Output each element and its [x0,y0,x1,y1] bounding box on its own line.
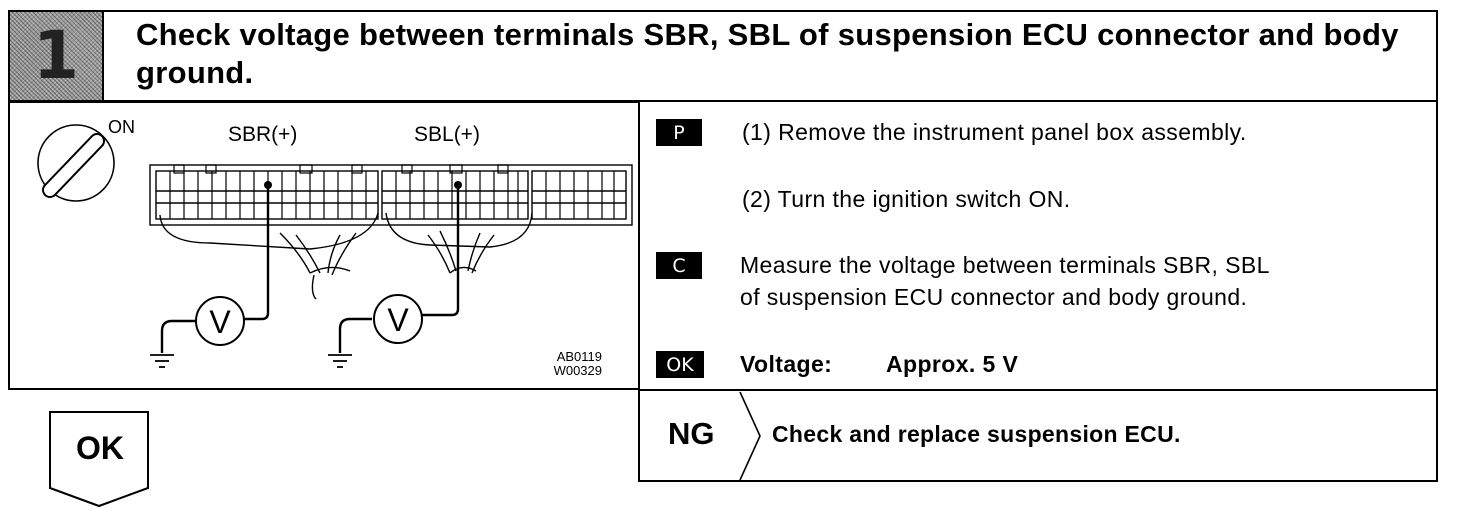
voltmeter-left-label: V [209,304,231,340]
check-tag: C [656,252,702,279]
ok-tag: OK [656,351,704,378]
check-text-line1: Measure the voltage between terminals SB… [740,252,1270,278]
spec-label: Voltage: [740,351,833,377]
voltmeter-left-icon: V [195,296,245,346]
prep-step-2: (2) Turn the ignition switch ON. [742,186,1071,212]
terminal-sbl-label: SBL(+) [414,123,480,146]
step-number: 1 [33,17,79,94]
ng-chevron-icon [739,391,761,481]
voltmeter-right-icon: V [373,294,423,344]
ng-action-text: Check and replace suspension ECU. [772,421,1181,447]
wire-harness [159,212,533,300]
terminal-sbr-label: SBR(+) [228,123,297,146]
wiring-diagram: ON SBR(+) SBL(+) [37,117,633,378]
instruction-panel [638,101,1438,482]
voltmeter-right-label: V [387,302,409,338]
figure-ref-code-1: AB0119 [557,349,602,364]
ok-arrow-box-icon [49,411,149,508]
figure-ref-code-2: W00329 [554,363,602,378]
prep-step-1: (1) Remove the instrument panel box asse… [742,119,1247,145]
ignition-on-label: ON [108,117,135,137]
ok-result-label: OK [76,430,124,466]
header-frame [104,10,1438,102]
spec-value: Approx. 5 V [886,351,1019,377]
step-number-box: 1 [8,10,104,102]
ecu-connector [149,164,633,226]
check-text-line2: of suspension ECU connector and body gro… [740,284,1248,310]
ng-label: NG [668,416,715,451]
ng-divider [638,389,1438,391]
step-title: Check voltage between terminals SBR, SBL… [136,17,1399,90]
ground-right-icon [328,354,352,368]
ignition-key-icon [37,124,115,202]
ground-left-icon [150,354,174,368]
prep-tag: P [656,119,702,146]
